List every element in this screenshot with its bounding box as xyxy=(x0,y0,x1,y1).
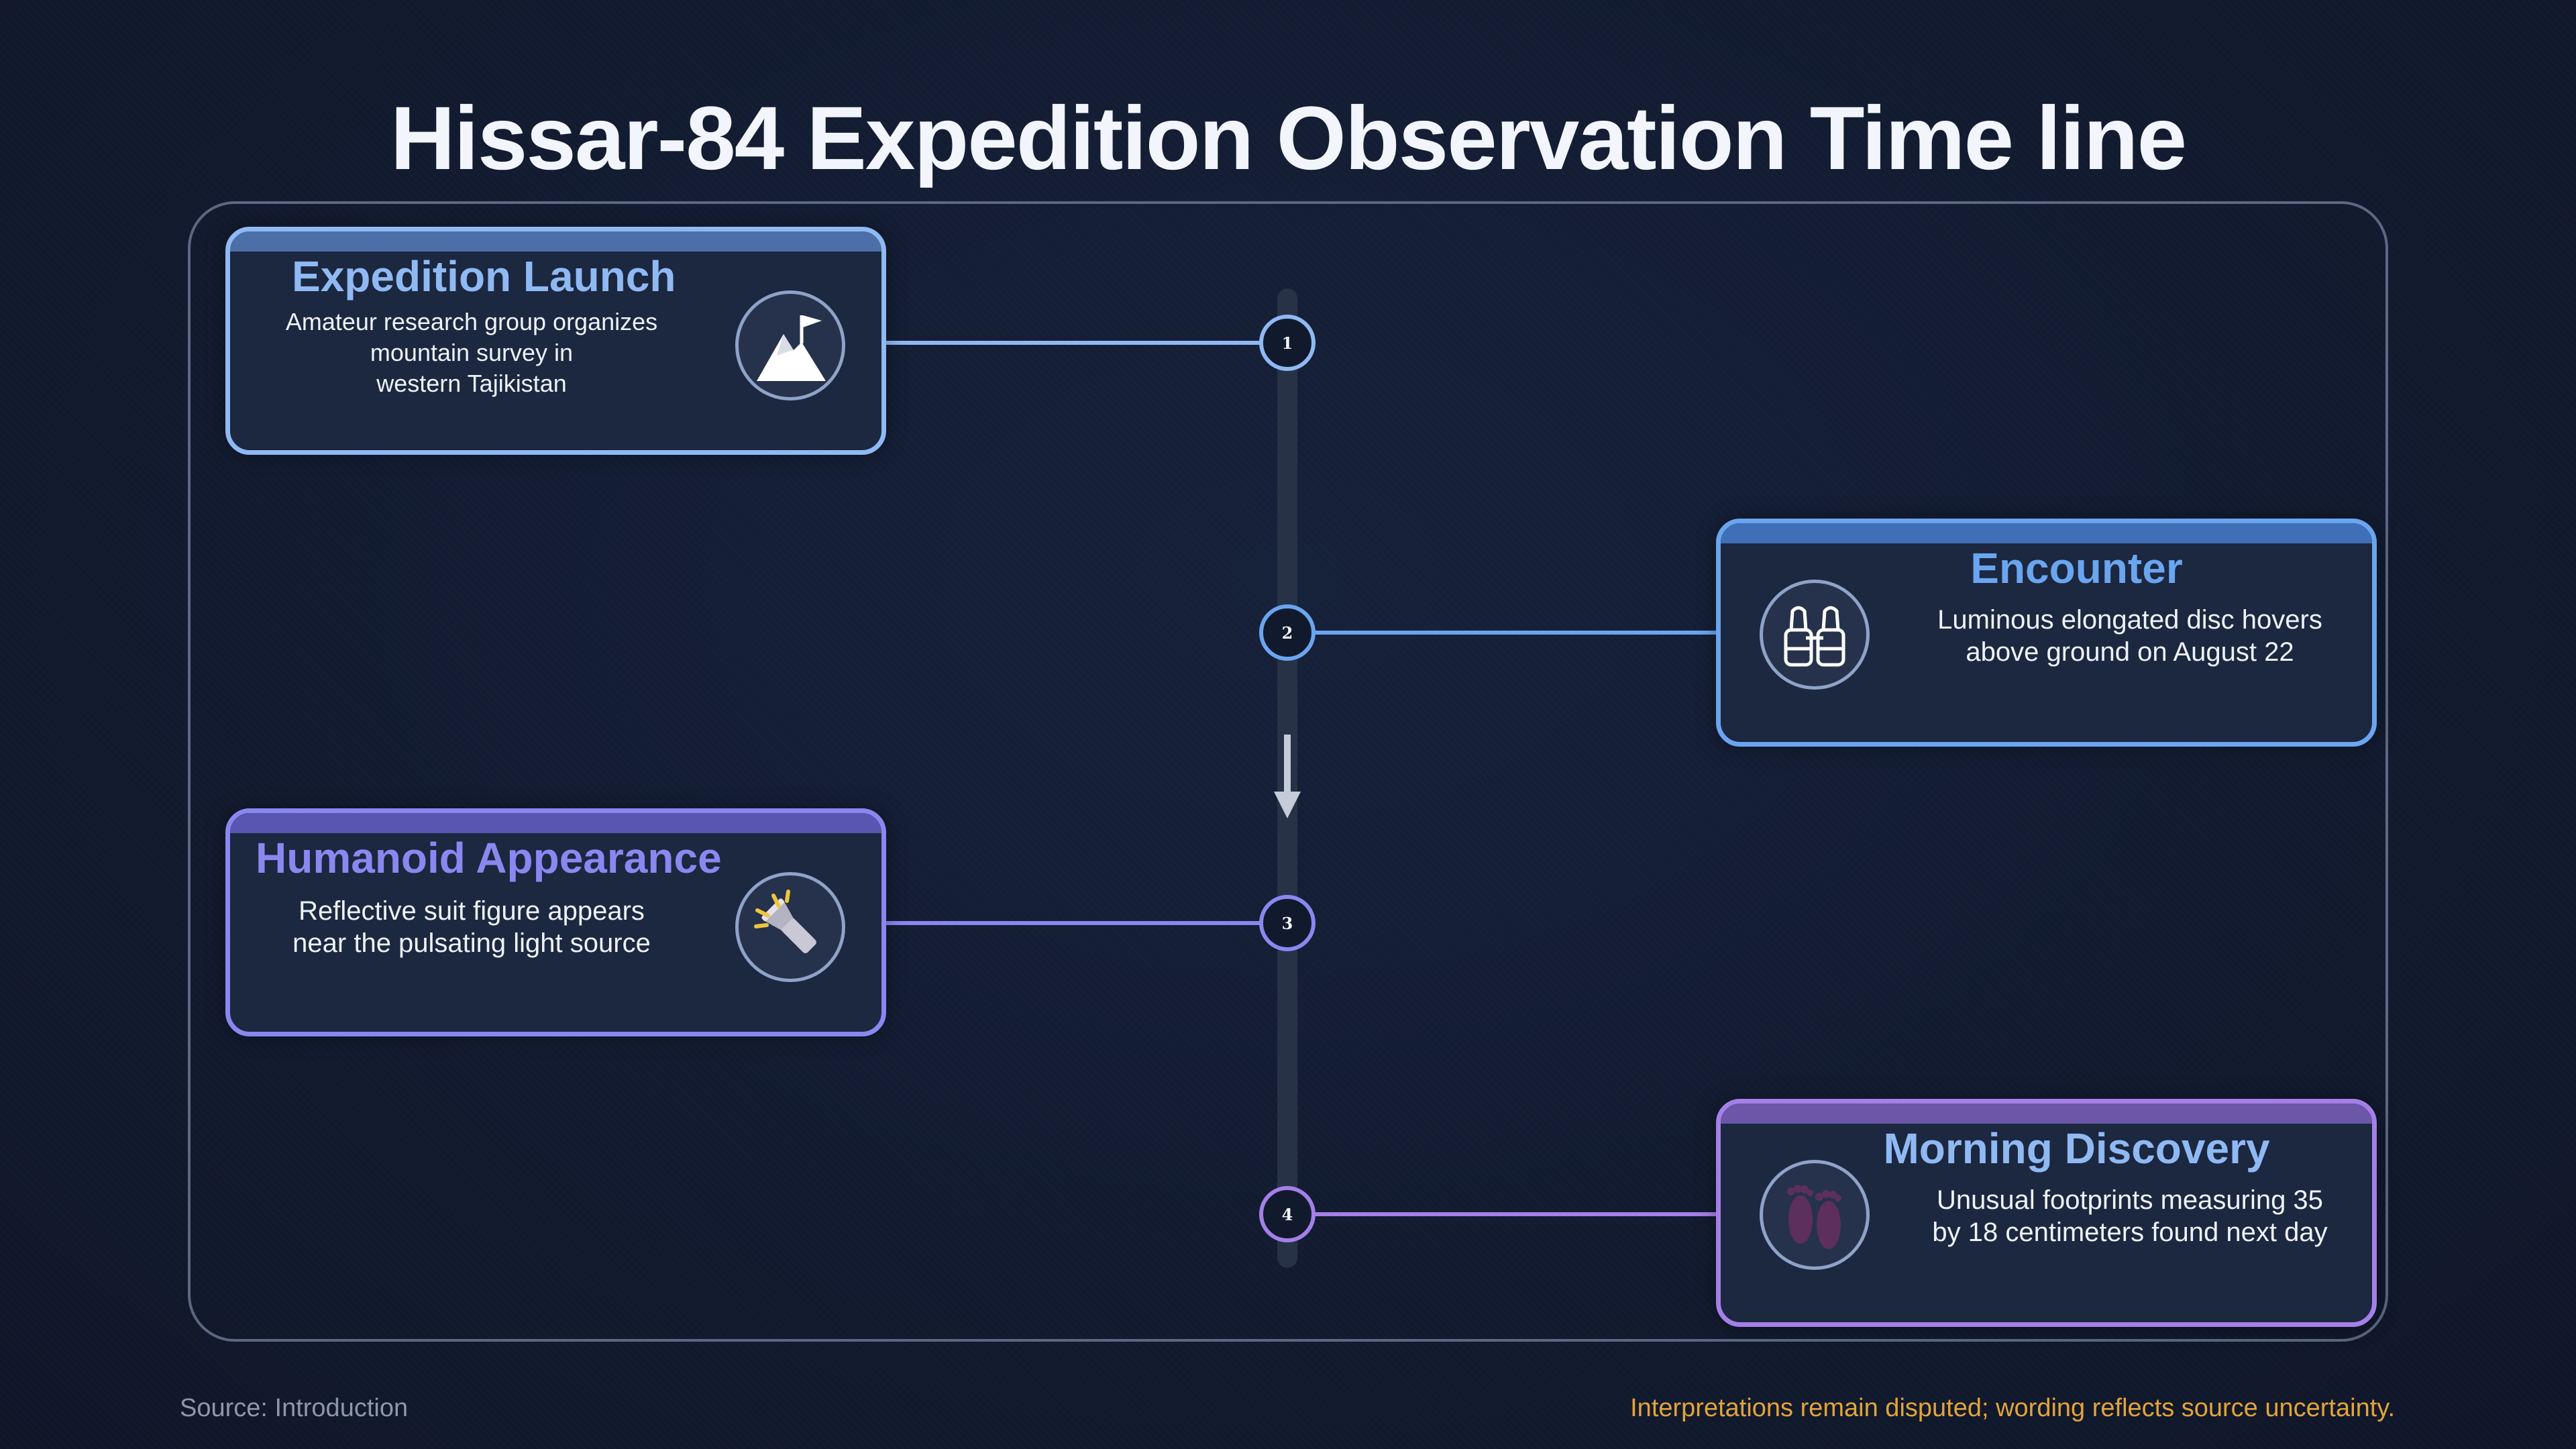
source-note: Source: Introduction xyxy=(180,1394,409,1422)
connector-4 xyxy=(1315,1212,1717,1216)
disclaimer-note: Interpretations remain disputed; wording… xyxy=(1630,1394,2395,1422)
event-description: Amateur research group organizes mountai… xyxy=(285,308,658,397)
event-card-expedition-launch: Expedition Launch Amateur research group… xyxy=(225,227,886,455)
card-header-band xyxy=(1721,523,2372,543)
card-header-band xyxy=(230,813,881,833)
event-card-morning-discovery: Morning Discovery Unusual footprints mea… xyxy=(1716,1099,2377,1327)
event-title: Morning Discovery xyxy=(1883,1124,2270,1173)
footprints-icon xyxy=(1760,1160,1870,1270)
card-header-band xyxy=(230,231,881,252)
event-description: Unusual footprints measuring 35 by 18 ce… xyxy=(1932,1185,2328,1247)
event-description: Reflective suit figure appears near the … xyxy=(292,896,651,958)
timeline-node-4: 4 xyxy=(1259,1186,1316,1242)
connector-2 xyxy=(1315,631,1717,635)
timeline-node-1: 1 xyxy=(1259,315,1316,371)
card-header-band xyxy=(1721,1104,2372,1124)
mountain-flag-icon xyxy=(735,290,845,400)
timeline-node-2: 2 xyxy=(1259,604,1316,661)
event-title: Expedition Launch xyxy=(292,252,676,301)
timeline-frame xyxy=(188,201,2388,1342)
event-description: Luminous elongated disc hovers above gro… xyxy=(1937,605,2322,667)
binoculars-icon xyxy=(1760,580,1870,690)
flashlight-icon xyxy=(735,872,845,982)
event-title: Encounter xyxy=(1970,544,2183,592)
event-card-encounter: Encounter Luminous elongated disc hovers… xyxy=(1716,519,2377,747)
flow-arrow-icon xyxy=(1274,735,1301,818)
connector-3 xyxy=(884,921,1260,925)
event-card-humanoid-appearance: Humanoid Appearance Reflective suit figu… xyxy=(225,808,886,1036)
timeline-node-3: 3 xyxy=(1259,895,1316,951)
connector-1 xyxy=(884,341,1260,345)
page-title: Hissar-84 Expedition Observation Time li… xyxy=(390,89,2187,189)
event-title: Humanoid Appearance xyxy=(256,834,722,882)
